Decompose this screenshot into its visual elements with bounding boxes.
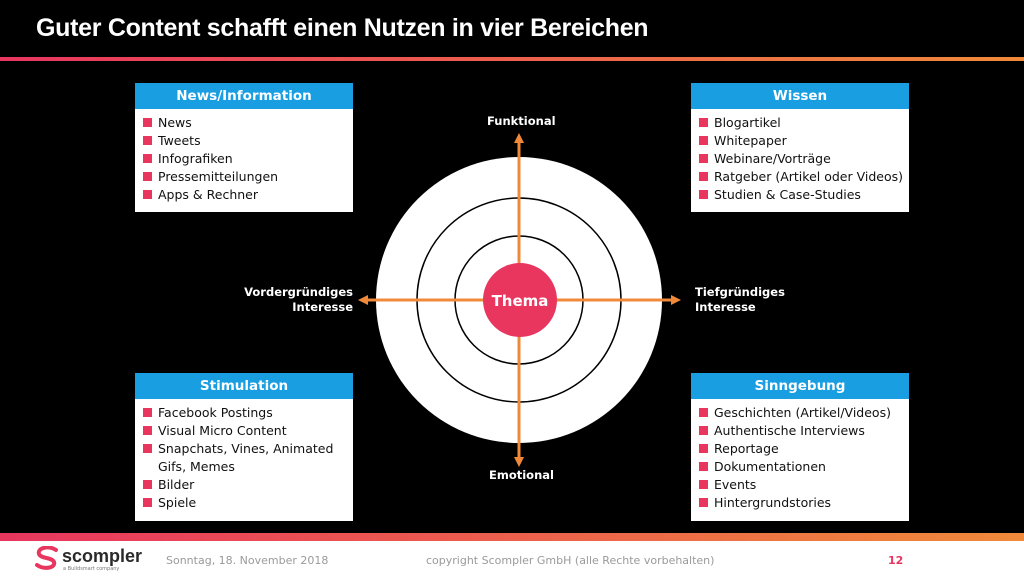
list-item: Tweets bbox=[143, 132, 347, 150]
footer bbox=[0, 541, 1024, 576]
center-circle bbox=[483, 263, 557, 337]
box-news-information: News/Information News Tweets Infografike… bbox=[135, 83, 353, 212]
box-heading: Wissen bbox=[691, 83, 909, 109]
list-item: Whitepaper bbox=[699, 132, 903, 150]
axis-label-right-line1: Tiefgründiges bbox=[695, 285, 785, 299]
list-item: News bbox=[143, 114, 347, 132]
axis-label-left-line1: Vordergründiges bbox=[244, 285, 353, 299]
list-item: Webinare/Vorträge bbox=[699, 150, 903, 168]
box-list: News Tweets Infografiken Pressemitteilun… bbox=[135, 109, 353, 210]
list-item: Reportage bbox=[699, 440, 903, 458]
list-item: Ratgeber (Artikel oder Videos) bbox=[699, 168, 903, 186]
box-stimulation: Stimulation Facebook Postings Visual Mic… bbox=[135, 373, 353, 521]
list-item: Facebook Postings bbox=[143, 404, 347, 422]
list-item: Dokumentationen bbox=[699, 458, 903, 476]
list-item: Bilder bbox=[143, 476, 347, 494]
list-item: Hintergrundstories bbox=[699, 494, 903, 512]
axis-label-right-line2: Interesse bbox=[695, 300, 756, 314]
axis-label-bottom: Emotional bbox=[489, 468, 554, 482]
logo-subtitle: a Buildsmart company bbox=[63, 566, 120, 572]
box-sinngebung: Sinngebung Geschichten (Artikel/Videos) … bbox=[691, 373, 909, 521]
page-number: 12 bbox=[888, 554, 904, 567]
scompler-logo-icon bbox=[35, 546, 58, 570]
box-list: Blogartikel Whitepaper Webinare/Vorträge… bbox=[691, 109, 909, 210]
slide-title: Guter Content schafft einen Nutzen in vi… bbox=[36, 14, 649, 42]
footer-date: Sonntag, 18. November 2018 bbox=[166, 554, 329, 567]
list-item: Infografiken bbox=[143, 150, 347, 168]
list-item: Events bbox=[699, 476, 903, 494]
footer-copyright: copyright Scompler GmbH (alle Rechte vor… bbox=[426, 554, 715, 567]
list-item: Apps & Rechner bbox=[143, 186, 347, 204]
box-list: Facebook Postings Visual Micro Content S… bbox=[135, 399, 353, 518]
center-label: Thema bbox=[492, 292, 549, 310]
list-item: Spiele bbox=[143, 494, 347, 512]
list-item: Blogartikel bbox=[699, 114, 903, 132]
top-accent-bar bbox=[0, 57, 1024, 61]
axis-label-left-line2: Interesse bbox=[292, 300, 353, 314]
list-item: Snapchats, Vines, Animated Gifs, Memes bbox=[143, 440, 347, 476]
box-wissen: Wissen Blogartikel Whitepaper Webinare/V… bbox=[691, 83, 909, 212]
box-heading: News/Information bbox=[135, 83, 353, 109]
axis-label-left: Vordergründiges Interesse bbox=[244, 285, 353, 315]
box-heading: Sinngebung bbox=[691, 373, 909, 399]
box-heading: Stimulation bbox=[135, 373, 353, 399]
box-list: Geschichten (Artikel/Videos) Authentisch… bbox=[691, 399, 909, 518]
list-item: Authentische Interviews bbox=[699, 422, 903, 440]
axis-label-top: Funktional bbox=[487, 114, 556, 128]
list-item: Studien & Case-Studies bbox=[699, 186, 903, 204]
list-item: Geschichten (Artikel/Videos) bbox=[699, 404, 903, 422]
bottom-accent-bar bbox=[0, 533, 1024, 541]
logo-text: scompler bbox=[62, 546, 143, 566]
axis-label-right: Tiefgründiges Interesse bbox=[695, 285, 785, 315]
list-item: Visual Micro Content bbox=[143, 422, 347, 440]
list-item: Pressemitteilungen bbox=[143, 168, 347, 186]
